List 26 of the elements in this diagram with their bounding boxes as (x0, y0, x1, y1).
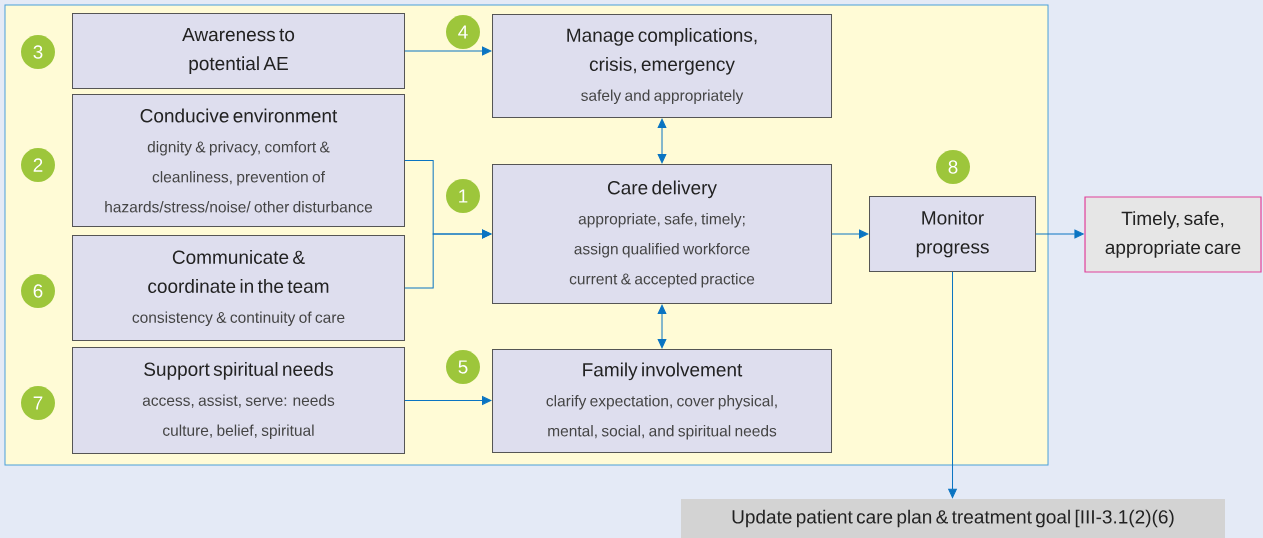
process-box: Awareness to potential AE (72, 13, 405, 89)
process-box: Support spiritual needs access, assist, serve: needs culture, belief, spiritual (72, 347, 405, 454)
goal-band: Update patient care plan & treatment goal [III-3.1(2)(6) (681, 499, 1225, 538)
arrow (657, 118, 667, 164)
arrow (657, 304, 667, 349)
arrow (831, 229, 869, 239)
arrow (404, 229, 492, 289)
arrow (404, 46, 492, 56)
process-box: Family involvement clarify expectation, cover physical, mental, social, and spiritual needs (492, 349, 832, 453)
process-box: Manage complications, crisis, emergency safely and appropriately (492, 14, 832, 118)
process-box: Communicate & coordinate in the team consistency & continuity of care (72, 235, 405, 341)
process-box: Conducive environment dignity & privacy, comfort & cleanliness, prevention of hazards/stress/noise/ other disturbance (72, 94, 405, 227)
arrow (1035, 229, 1084, 239)
number-badge: 2 (21, 148, 55, 182)
number-badge: 4 (446, 15, 480, 49)
number-badge: 8 (936, 150, 970, 184)
arrow (404, 396, 492, 405)
number-badge: 6 (21, 274, 55, 308)
arrow (948, 271, 957, 499)
outcome-box: Timely, safe, appropriate care (1084, 196, 1262, 273)
process-box: Care delivery appropriate, safe, timely; assign qualified workforce current & accepted practice (492, 164, 832, 304)
number-badge: 7 (21, 386, 55, 420)
number-badge: 5 (446, 350, 480, 384)
process-box: Monitor progress (869, 196, 1036, 272)
number-badge: 3 (21, 35, 55, 69)
number-badge: 1 (446, 179, 480, 213)
